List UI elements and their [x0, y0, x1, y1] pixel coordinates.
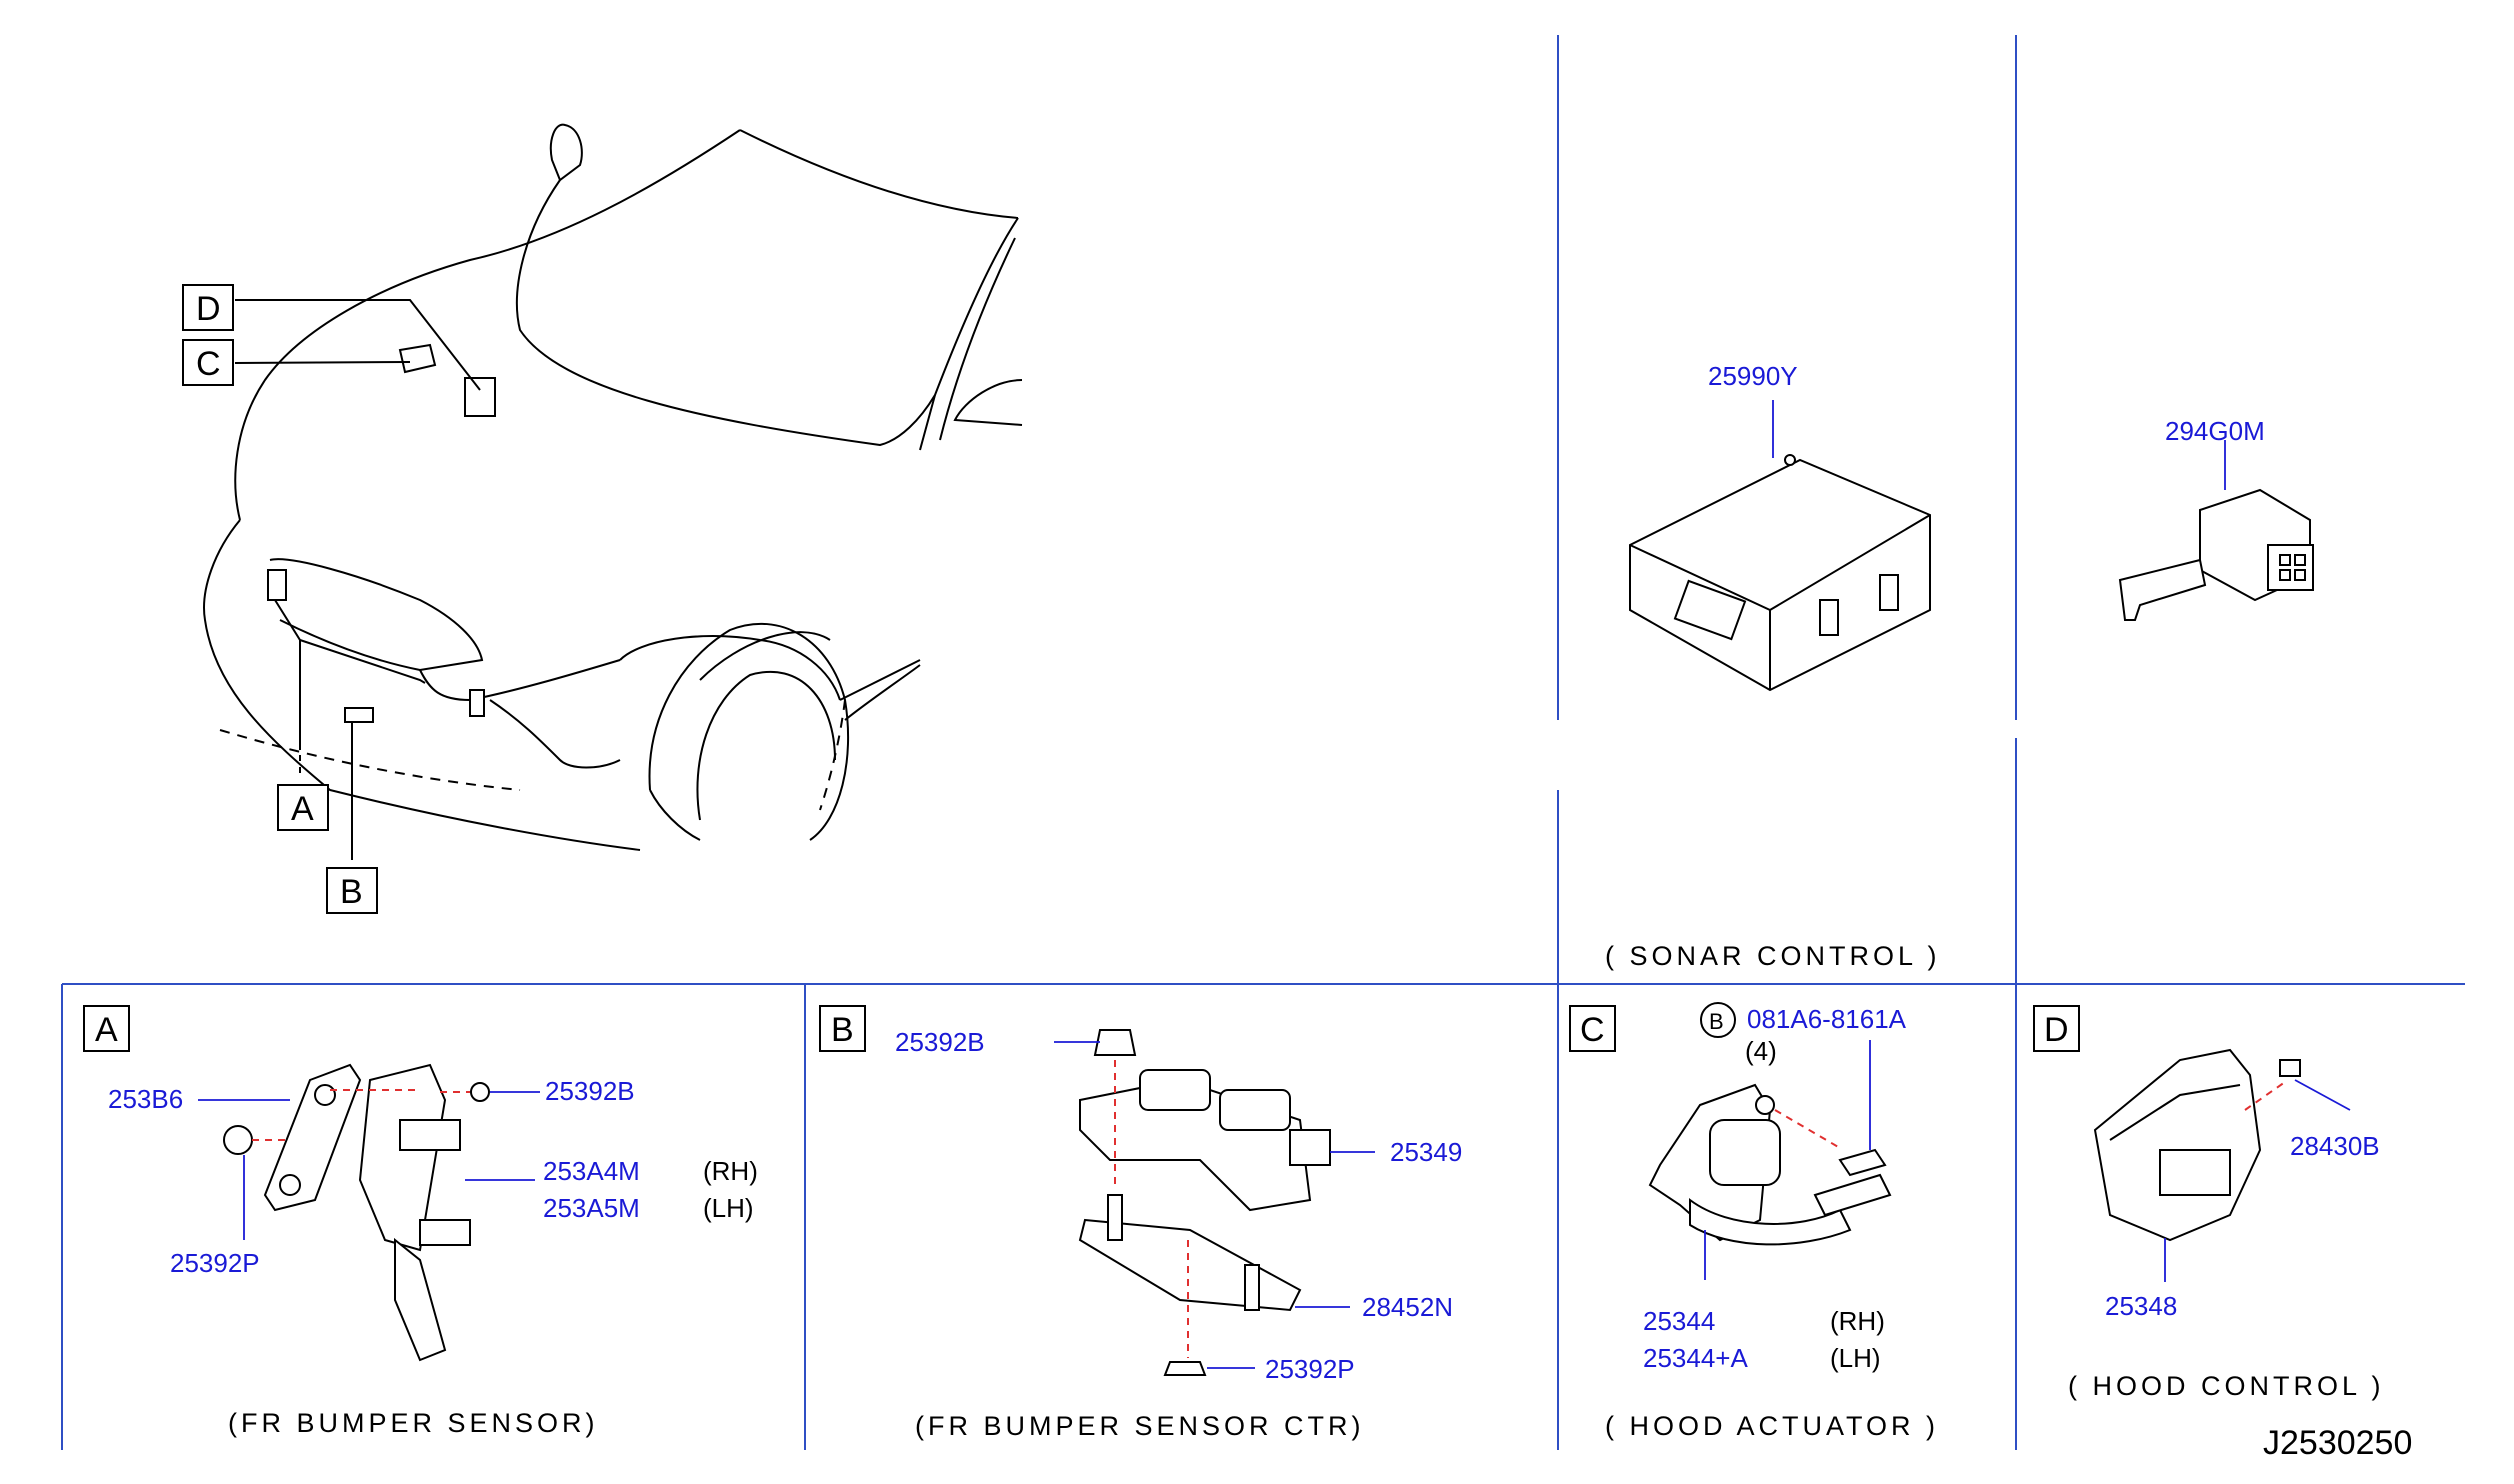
part-25392P-a: 25392P: [170, 1248, 260, 1278]
part-25990Y: 25990Y: [1708, 361, 1798, 391]
part-28430B: 28430B: [2290, 1131, 2380, 1161]
actuator-mark: [398, 343, 437, 374]
part-25344-A: 25344+A: [1643, 1343, 1748, 1373]
sonar-control-unit: [1629, 454, 1931, 692]
part-253A5M: 253A5M: [543, 1193, 640, 1223]
panel-b-label: B: [831, 1011, 854, 1049]
callout-box-b: [326, 867, 378, 914]
part-294G0M: 294G0M: [2165, 416, 2265, 446]
part-081A6-8161A: 081A6-8161A: [1747, 1004, 1907, 1034]
caption-fr-bumper-sensor: (FR BUMPER SENSOR): [228, 1408, 599, 1438]
panel-d-label: D: [2044, 1011, 2069, 1049]
note-qty-c: (4): [1745, 1036, 1777, 1066]
sensor-mark-center: [344, 707, 374, 723]
callout-d: D: [196, 290, 221, 328]
part-25392B-b: 25392B: [895, 1027, 985, 1057]
callout-c: C: [196, 345, 221, 383]
bolt-b-marker: [1700, 1002, 1736, 1038]
leader-28430B: [2294, 1079, 2351, 1111]
part-253A4M: 253A4M: [543, 1156, 640, 1186]
panel-dividers: [61, 35, 2465, 1450]
part-25392B-a: 25392B: [545, 1076, 635, 1106]
callout-box-c: [182, 339, 234, 386]
callout-b: B: [340, 873, 363, 911]
bolt-b-label: B: [1709, 1009, 1724, 1034]
fr-bumper-sensor-drawing: [223, 1063, 490, 1362]
note-rh-c: (RH): [1830, 1306, 1885, 1336]
panel-a-label: A: [95, 1011, 118, 1049]
part-25349: 25349: [1390, 1137, 1462, 1167]
panel-b-label-box: [819, 1005, 866, 1052]
part-25344: 25344: [1643, 1306, 1715, 1336]
hood-control-mark: [464, 377, 496, 417]
hood-actuator-drawing: [1648, 1083, 1892, 1246]
panel-a-label-box: [83, 1005, 130, 1052]
car-overview-drawing: [203, 123, 1023, 860]
note-lh-c: (LH): [1830, 1343, 1881, 1373]
caption-hood-actuator: ( HOOD ACTUATOR ): [1605, 1411, 1939, 1441]
sensor-mark-right: [469, 689, 485, 717]
caption-fr-bumper-sensor-ctr: (FR BUMPER SENSOR CTR): [915, 1411, 1365, 1441]
panel-d-label-box: [2033, 1005, 2080, 1052]
callout-box-a: [277, 784, 329, 831]
sensor-mark-left: [267, 569, 287, 601]
diagram-code: J2530250: [2263, 1424, 2412, 1462]
hood-control-drawing: [2093, 1048, 2301, 1242]
caption-hood-control: ( HOOD CONTROL ): [2068, 1371, 2385, 1401]
part-25348: 25348: [2105, 1291, 2177, 1321]
callout-a: A: [291, 790, 314, 828]
panel-c-label-box: [1569, 1005, 1616, 1052]
part-294G0M-drawing: [2118, 488, 2314, 621]
part-253B6: 253B6: [108, 1084, 183, 1114]
caption-sonar-control: ( SONAR CONTROL ): [1605, 941, 1941, 971]
part-25392P-b: 25392P: [1265, 1354, 1355, 1384]
fr-bumper-sensor-ctr-drawing: [1078, 1029, 1331, 1376]
part-28452N: 28452N: [1362, 1292, 1453, 1322]
callout-box-d: [182, 284, 234, 331]
note-lh-a: (LH): [703, 1193, 754, 1223]
note-rh-a: (RH): [703, 1156, 758, 1186]
panel-c-label: C: [1580, 1011, 1605, 1049]
